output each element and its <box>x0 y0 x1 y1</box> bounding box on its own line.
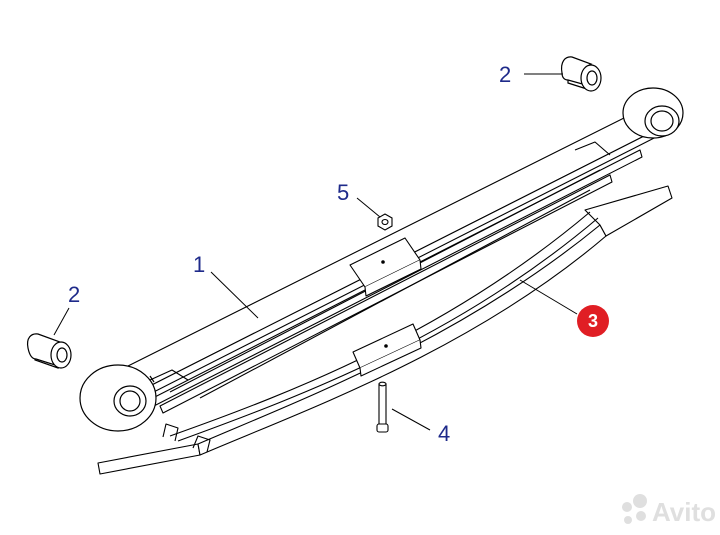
callout-2-left: 2 <box>68 282 80 307</box>
callout-3: 3 <box>588 311 598 331</box>
left-spring-eye <box>79 364 157 432</box>
avito-logo-icon <box>622 494 647 524</box>
callout-3-badge: 3 <box>577 305 609 337</box>
callout-5: 5 <box>337 180 349 205</box>
callout-2-top: 2 <box>499 62 511 87</box>
secondary-spring-leaf <box>97 185 673 475</box>
callout-1: 1 <box>193 252 205 277</box>
nut <box>377 213 393 231</box>
callout-4: 4 <box>438 421 450 446</box>
watermark-brand: Avito <box>652 497 716 527</box>
center-bolt <box>376 381 389 433</box>
watermark: Avito <box>622 494 716 527</box>
bushing-left <box>26 333 72 369</box>
main-spring-leaf-pack <box>109 109 663 414</box>
leader-lines <box>53 73 578 431</box>
bushing-top <box>560 56 602 92</box>
right-spring-eye <box>622 87 684 139</box>
